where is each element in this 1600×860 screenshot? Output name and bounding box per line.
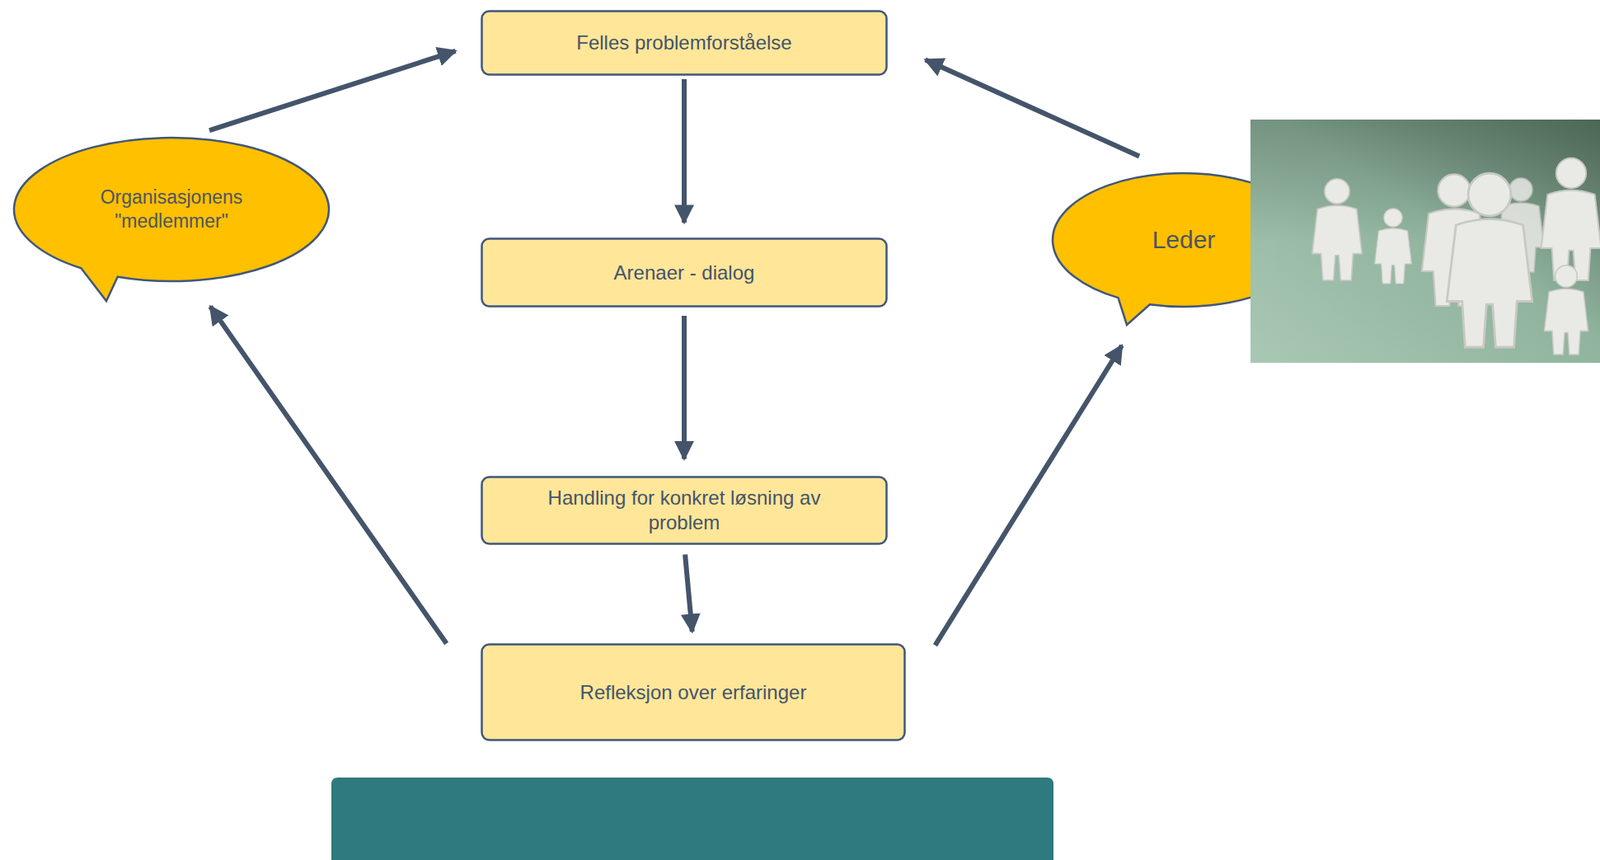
node-text: Arenaer - dialog xyxy=(614,260,756,286)
arrow-connector xyxy=(934,345,1122,646)
figure xyxy=(1543,265,1588,355)
bubble-shape xyxy=(1052,173,1251,325)
photo-content xyxy=(1250,119,1600,363)
process-box: Refleksjon over erfaringer xyxy=(480,642,906,742)
box-rect xyxy=(482,644,906,741)
arrow-connector xyxy=(681,79,687,223)
node-text: Leder xyxy=(1152,224,1216,256)
arrow-connector xyxy=(685,553,693,632)
speech-bubble: Leder xyxy=(1051,171,1317,309)
figure xyxy=(1374,208,1413,284)
figure xyxy=(1312,178,1362,281)
process-box: Arenaer - dialog xyxy=(480,237,888,308)
teal-band xyxy=(331,777,1054,860)
bubble-path xyxy=(14,137,329,301)
figure xyxy=(1541,158,1600,281)
bubble-outline xyxy=(12,136,331,283)
node-text: Refleksjon over erfaringer xyxy=(580,680,808,705)
box-rect xyxy=(482,11,887,76)
arrow-connector xyxy=(210,306,447,644)
box-rect xyxy=(482,239,887,307)
figure xyxy=(1446,173,1533,348)
node-text: Organisasjonens "medlemmer" xyxy=(83,185,261,234)
arrow-connector xyxy=(925,60,1141,157)
bubble-shape xyxy=(14,137,329,301)
node-text: Felles problemforståelse xyxy=(576,30,792,56)
process-box: Felles problemforståelse xyxy=(480,9,888,76)
box-outline xyxy=(480,475,888,545)
process-box: Handling for konkret løsning av problem xyxy=(480,475,888,545)
speech-bubble: Organisasjonens "medlemmer" xyxy=(12,136,331,283)
node-text: Handling for konkret løsning av problem xyxy=(525,485,844,535)
box-rect xyxy=(482,476,887,544)
bubble-path xyxy=(1052,173,1251,325)
arrow-connector xyxy=(681,315,687,460)
arrow-connector xyxy=(209,51,456,131)
